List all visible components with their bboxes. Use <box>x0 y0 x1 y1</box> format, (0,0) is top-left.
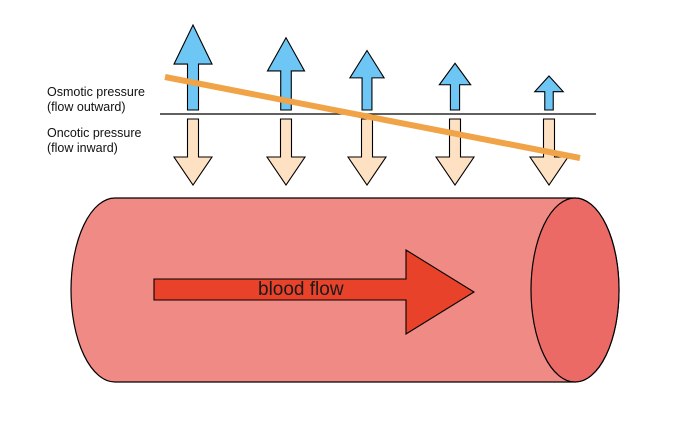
arrow-up-icon <box>348 49 386 111</box>
oncotic-label-line2: (flow inward) <box>47 141 118 155</box>
oncotic-pressure-label: Oncotic pressure (flow inward) <box>47 126 141 156</box>
arrow-down-icon <box>434 118 476 186</box>
arrow-right-icon <box>153 249 476 335</box>
blood-flow-label: blood flow <box>258 279 344 300</box>
arrow-up-icon <box>533 75 565 111</box>
pressure-trend-line <box>164 74 581 161</box>
arrow-down-icon <box>346 118 388 186</box>
arrow-down-icon <box>265 118 307 186</box>
outward-arrow-group <box>173 23 565 111</box>
osmotic-label-line1: Osmotic pressure <box>47 85 145 99</box>
inward-arrow-group <box>172 118 570 186</box>
arrow-down-icon <box>172 118 214 186</box>
arrow-up-icon <box>173 23 213 111</box>
arrow-up-icon <box>266 36 306 111</box>
osmotic-pressure-label: Osmotic pressure (flow outward) <box>47 85 145 115</box>
oncotic-label-line1: Oncotic pressure <box>47 126 142 140</box>
vessel-end <box>530 197 620 383</box>
osmotic-label-line2: (flow outward) <box>47 100 126 114</box>
arrow-up-icon <box>438 62 472 111</box>
